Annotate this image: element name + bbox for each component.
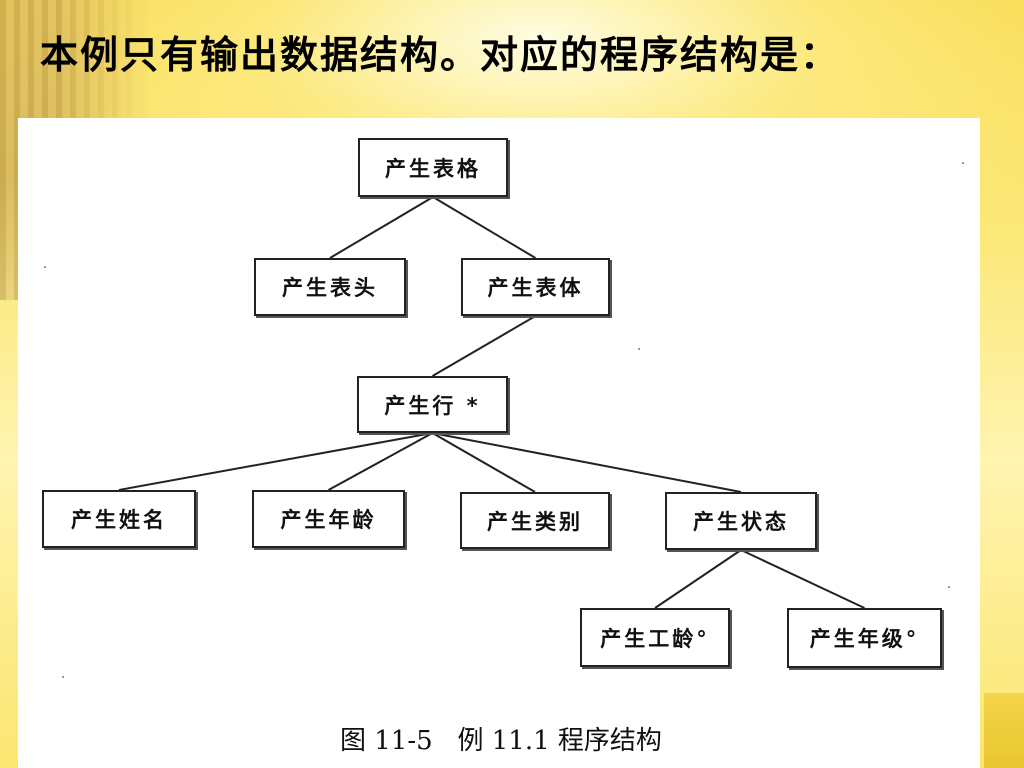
node-generate-status: 产生状态 <box>665 492 817 550</box>
scan-speck <box>962 162 964 164</box>
scan-speck <box>638 348 640 350</box>
node-generate-row: 产生行 * <box>357 376 508 433</box>
connector-n-row-to-n-category <box>432 432 536 493</box>
node-generate-work-age: 产生工龄° <box>580 608 730 667</box>
node-generate-name: 产生姓名 <box>42 490 196 548</box>
connector-n-row-to-n-status <box>432 432 742 493</box>
node-generate-body: 产生表体 <box>461 258 610 316</box>
slide-title: 本例只有输出数据结构。对应的程序结构是： <box>40 32 841 77</box>
node-generate-category: 产生类别 <box>460 492 610 549</box>
node-generate-grade: 产生年级° <box>787 608 942 668</box>
connector-n-body-to-n-row <box>431 315 537 377</box>
connector-n-row-to-n-name <box>118 432 433 491</box>
corner-decoration <box>984 693 1024 768</box>
node-generate-header: 产生表头 <box>254 258 406 316</box>
scan-speck <box>948 586 950 588</box>
connector-n-table-to-n-body <box>432 196 537 259</box>
figure-caption: 图 11-5 例 11.1 程序结构 <box>340 726 662 756</box>
connector-n-table-to-n-header <box>329 196 434 259</box>
scan-speck <box>62 676 64 678</box>
node-generate-age: 产生年龄 <box>252 490 405 548</box>
connector-n-status-to-n-grade <box>740 549 865 609</box>
connector-n-row-to-n-age <box>328 432 433 491</box>
scan-speck <box>44 266 46 268</box>
connector-n-status-to-n-work-age <box>654 549 742 609</box>
node-generate-table: 产生表格 <box>358 138 508 197</box>
